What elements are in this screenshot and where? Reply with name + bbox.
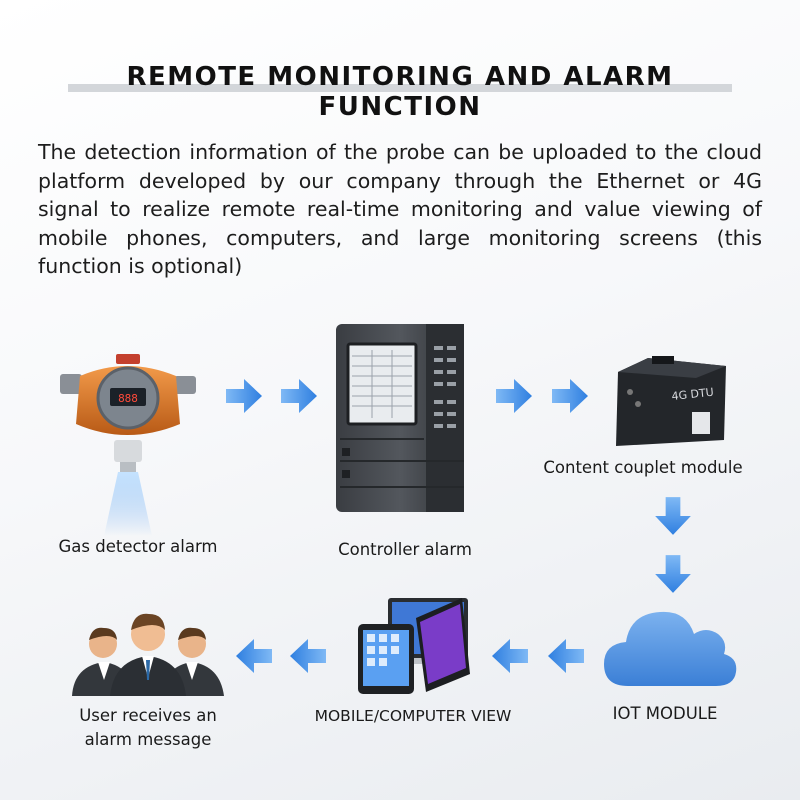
svg-text:888: 888 [118, 392, 138, 405]
gas-detector-label: Gas detector alarm [58, 537, 218, 556]
arrow-down-icon [652, 552, 694, 596]
arrow-down-icon [652, 494, 694, 538]
title-block: REMOTE MONITORING AND ALARM FUNCTION [50, 62, 750, 122]
arrow-left-icon [286, 636, 330, 676]
dtu-module-image: 4G DTU [608, 352, 732, 452]
gas-detector-image: 888 [52, 346, 202, 536]
arrow-right-icon [492, 376, 536, 416]
title-underline-bar [68, 84, 732, 92]
arrow-left-icon [488, 636, 532, 676]
cloud-icon [600, 600, 740, 692]
users-image [70, 600, 226, 696]
arrow-right-icon [277, 376, 321, 416]
module-label: Content couplet module [543, 458, 743, 477]
devices-image [350, 594, 476, 698]
description-text: The detection information of the probe c… [38, 140, 762, 278]
arrow-left-icon [232, 636, 276, 676]
arrow-left-icon [544, 636, 588, 676]
user-label-line1: User receives an [79, 706, 217, 725]
controller-label: Controller alarm [338, 540, 472, 559]
page-title: REMOTE MONITORING AND ALARM FUNCTION [126, 62, 674, 122]
user-label-line2: alarm message [84, 730, 212, 749]
arrow-right-icon [548, 376, 592, 416]
iot-label: IOT MODULE [612, 704, 718, 723]
dtu-label: 4G DTU [671, 386, 714, 403]
user-label: User receives an alarm message [58, 704, 238, 752]
arrow-right-icon [222, 376, 266, 416]
controller-cabinet-image [330, 320, 470, 518]
mobile-computer-label: MOBILE/COMPUTER VIEW [314, 707, 512, 725]
